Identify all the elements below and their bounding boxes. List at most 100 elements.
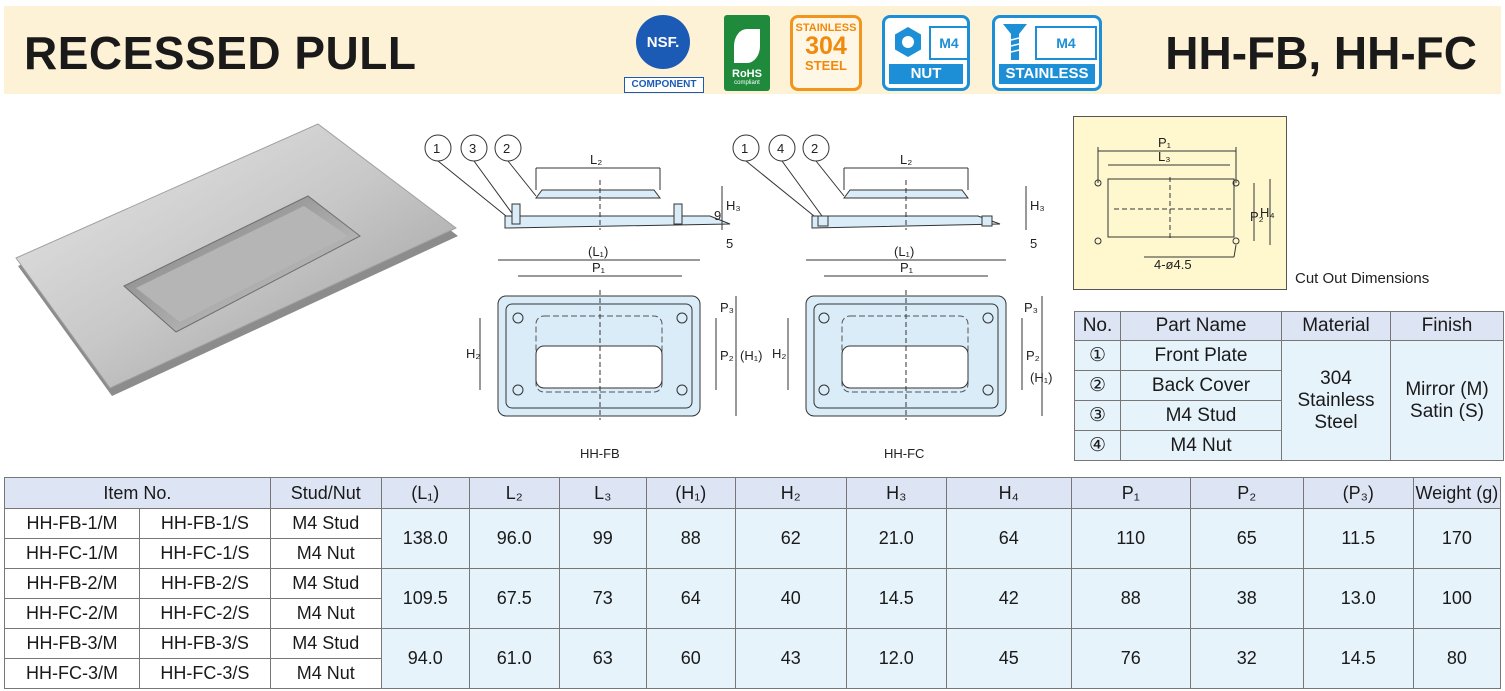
cutout-holes-label: 4-ø4.5 xyxy=(1154,257,1192,272)
parts-header-row: No. Part Name Material Finish xyxy=(1074,311,1504,341)
spec-col-l1: (L₁) xyxy=(380,477,470,509)
fc-p1-label: P₁ xyxy=(900,260,914,275)
parts-col-finish: Finish xyxy=(1390,311,1504,341)
item-no-satin: HH-FC-2/S xyxy=(139,598,271,629)
nut-size-label: M4 xyxy=(929,26,969,60)
steel-label: STEEL xyxy=(805,58,847,73)
value-p3: 13.0 xyxy=(1302,568,1414,629)
value-l1: 109.5 xyxy=(380,568,470,629)
spec-col-h3: H₃ xyxy=(845,477,947,509)
fc-caption: HH-FC xyxy=(884,446,924,461)
fc-callout-4: 4 xyxy=(777,141,784,156)
item-no-mirror: HH-FC-3/M xyxy=(3,658,141,689)
value-h3: 12.0 xyxy=(845,628,947,689)
value-l2: 61.0 xyxy=(468,628,560,689)
part-number: ③ xyxy=(1074,400,1121,431)
fc-l1-label: (L₁) xyxy=(894,244,914,259)
stainless-label: STAINLESS xyxy=(795,22,857,34)
stud-nut-type: M4 Stud xyxy=(269,568,382,599)
value-l3: 63 xyxy=(558,628,647,689)
item-no-satin: HH-FB-1/S xyxy=(139,508,271,539)
stud-nut-type: M4 Nut xyxy=(269,538,382,569)
fb-p2-label: P₂ xyxy=(720,348,734,363)
part-name: Back Cover xyxy=(1120,370,1282,401)
cutout-l3-label: L₃ xyxy=(1158,149,1171,164)
page-title: RECESSED PULL xyxy=(24,27,417,79)
item-no-mirror: HH-FC-1/M xyxy=(3,538,141,569)
spec-header-row: Item No. Stud/Nut (L₁) L₂ L₃ (H₁) H₂ H₃ … xyxy=(4,477,1502,509)
value-h3: 21.0 xyxy=(845,508,947,569)
spec-col-stud-nut: Stud/Nut xyxy=(269,477,382,509)
parts-row: ① Front Plate 304 Stainless Steel Mirror… xyxy=(1074,340,1504,461)
parts-col-material: Material xyxy=(1281,311,1391,341)
fc-callout-1: 1 xyxy=(741,141,748,156)
spec-col-l2: L₂ xyxy=(468,477,560,509)
fb-l2-label: L₂ xyxy=(590,152,602,167)
stud-nut-type: M4 Nut xyxy=(269,598,382,629)
grade-label: 304 xyxy=(805,32,847,60)
cutout-h4-label: H₄ xyxy=(1260,205,1275,220)
spec-row: HH-FB-2/M HH-FB-2/S M4 Stud 109.5 67.5 7… xyxy=(3,568,1502,629)
fb-front-view: (L₁) P₁ H₂ P₂ (H₁) P₃ HH-FB xyxy=(466,244,762,461)
spec-col-l3: L₃ xyxy=(558,477,647,509)
fc-h3-label: H₃ xyxy=(1030,198,1045,213)
value-p2: 32 xyxy=(1189,628,1304,689)
fc-p2-label: P₂ xyxy=(1026,348,1040,363)
fc-h1-label: (H₁) xyxy=(1030,370,1052,385)
item-no-satin: HH-FC-3/S xyxy=(139,658,271,689)
cutout-drawing: P₁ L₃ P₂ H₄ 4-ø4.5 xyxy=(1094,135,1275,272)
material-line: Stainless xyxy=(1297,389,1375,411)
fb-l1-label: (L₁) xyxy=(588,244,608,259)
parts-row: ④ M4 Nut xyxy=(1074,430,1504,461)
fc-side-view: 1 4 2 L₂ H₃ 5 xyxy=(732,134,1045,251)
spec-row: HH-FC-2/M HH-FC-2/S M4 Nut xyxy=(3,598,1501,629)
part-number: ④ xyxy=(1074,430,1121,461)
fb-five-label: 5 xyxy=(726,236,733,251)
value-h1: 60 xyxy=(645,628,736,689)
fb-nine-label: 9 xyxy=(714,208,721,223)
finish-line: Mirror (M) xyxy=(1405,378,1489,400)
stud-nut-type: M4 Stud xyxy=(269,508,382,539)
fc-h2-label: H₂ xyxy=(772,346,786,361)
part-number: ② xyxy=(1074,370,1121,401)
product-photo xyxy=(15,123,458,396)
part-name: M4 Stud xyxy=(1120,400,1282,431)
value-p2: 38 xyxy=(1189,568,1304,629)
value-l1: 94.0 xyxy=(380,628,470,689)
rohs-badge: RoHS compliant xyxy=(724,15,770,91)
spec-col-p3: (P₃) xyxy=(1302,477,1414,509)
part-name: M4 Nut xyxy=(1120,430,1282,461)
fb-h2-label: H₂ xyxy=(466,346,480,361)
value-p3: 11.5 xyxy=(1302,508,1414,569)
value-l3: 73 xyxy=(558,568,647,629)
value-h2: 43 xyxy=(734,628,847,689)
item-no-mirror: HH-FB-2/M xyxy=(3,568,141,599)
fb-side-view: 1 3 2 L₂ H₃ 9 5 xyxy=(424,134,741,251)
value-l1: 138.0 xyxy=(380,508,470,569)
stainless-304-badge: STAINLESS 304 STEEL xyxy=(790,15,862,91)
stainless-stud-label: STAINLESS xyxy=(999,64,1095,84)
spec-table: Item No. Stud/Nut (L₁) L₂ L₃ (H₁) H₂ H₃ … xyxy=(3,477,1502,689)
finish-line: Satin (S) xyxy=(1410,400,1484,422)
parts-row: ② Back Cover xyxy=(1074,370,1504,401)
item-no-satin: HH-FB-3/S xyxy=(139,628,271,659)
item-no-mirror: HH-FC-2/M xyxy=(3,598,141,629)
fc-l2-label: L₂ xyxy=(900,152,912,167)
value-h2: 40 xyxy=(734,568,847,629)
stud-nut-type: M4 Nut xyxy=(269,658,382,689)
value-p1: 76 xyxy=(1070,628,1191,689)
material-cell: 304 Stainless Steel xyxy=(1281,340,1391,461)
value-p1: 88 xyxy=(1070,568,1191,629)
parts-col-no: No. xyxy=(1074,311,1121,341)
item-no-mirror: HH-FB-3/M xyxy=(3,628,141,659)
m4-nut-badge: M4 NUT xyxy=(882,15,970,91)
cutout-p2-label: P₂ xyxy=(1250,209,1264,224)
fb-h3-label: H₃ xyxy=(726,198,741,213)
technical-drawings: 1 3 2 L₂ H₃ 9 5 (L₁) P₁ H xyxy=(424,134,1052,461)
item-no-mirror: HH-FB-1/M xyxy=(3,508,141,539)
value-h2: 62 xyxy=(734,508,847,569)
fb-callout-2: 2 xyxy=(503,141,510,156)
part-name: Front Plate xyxy=(1120,340,1282,371)
parts-table: No. Part Name Material Finish ① Front Pl… xyxy=(1074,311,1504,461)
fb-callout-3: 3 xyxy=(469,141,476,156)
